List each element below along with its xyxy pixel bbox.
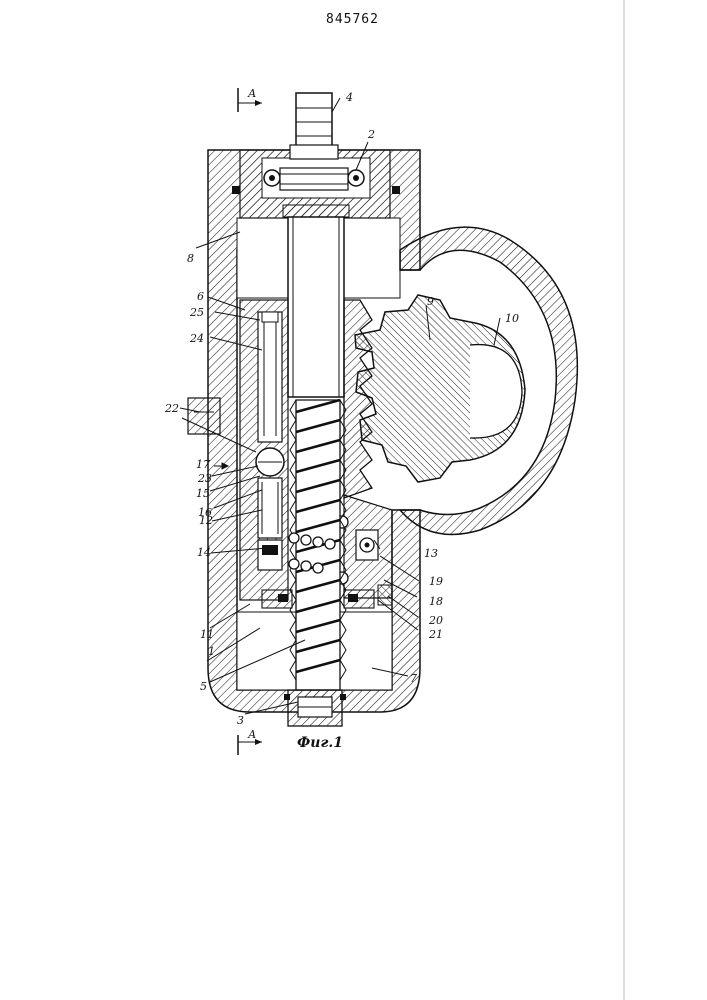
part-label-24: 24 (189, 332, 204, 345)
part-label-23: 23 (197, 472, 212, 485)
central-tube (283, 205, 349, 397)
part-label-6: 6 (197, 290, 204, 303)
part-label-16: 16 (198, 506, 212, 519)
part-label-13: 13 (424, 547, 438, 560)
part-label-19: 19 (429, 575, 443, 588)
rack-teeth (344, 300, 372, 498)
section-label-bottom: А (247, 728, 256, 741)
part-label-15: 15 (196, 487, 210, 500)
part-label-14: 14 (197, 546, 211, 559)
part-label-3: 3 (237, 714, 244, 727)
figure-caption: Фиг.1 (297, 735, 343, 751)
piston-sleeve (240, 300, 288, 600)
part-label-2: 2 (367, 128, 375, 141)
part-label-8: 8 (187, 252, 194, 265)
part-label-10: 10 (505, 312, 519, 325)
section-label-top: А (247, 87, 256, 100)
part-label-1: 1 (208, 645, 215, 658)
input-shaft (290, 93, 338, 159)
part-label-22: 22 (164, 402, 179, 415)
sector-gear (355, 295, 525, 482)
section-mark-bottom: А (238, 728, 262, 755)
part-label-20: 20 (428, 614, 443, 627)
section-mark-top: А (238, 87, 262, 112)
part-label-9: 9 (427, 295, 434, 308)
part-label-5: 5 (200, 680, 207, 693)
part-label-25: 25 (189, 306, 204, 319)
bottom-bearing (284, 690, 346, 726)
part-label-11: 11 (200, 628, 214, 641)
part-label-17: 17 (196, 458, 210, 471)
part-label-18: 18 (429, 595, 443, 608)
part-label-4: 4 (345, 91, 353, 104)
part-label-7: 7 (410, 672, 417, 685)
part-label-21: 21 (428, 628, 443, 641)
